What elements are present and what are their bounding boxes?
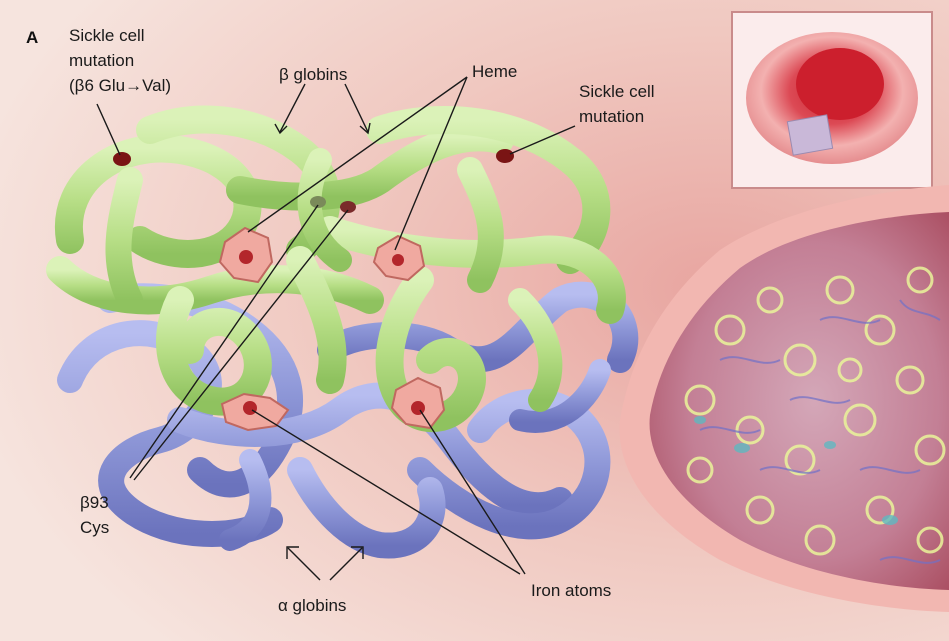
iron-atom xyxy=(411,401,425,415)
alpha-globins-label: α globins xyxy=(278,596,346,615)
red-blood-cell-inset xyxy=(732,12,932,188)
beta93-cys-line2: Cys xyxy=(80,518,109,537)
beta-globins-label: β globins xyxy=(279,65,347,84)
iron-atom xyxy=(243,401,257,415)
iron-atoms-label: Iron atoms xyxy=(531,581,611,600)
sickle-mutation-site-right xyxy=(496,149,514,163)
cys93-site-right xyxy=(340,201,356,213)
sickle-mutation-left-line2: mutation xyxy=(69,51,134,70)
iron-atom xyxy=(392,254,404,266)
sickle-mutation-site-left xyxy=(113,152,131,166)
sickle-mutation-right-line2: mutation xyxy=(579,107,644,126)
sickle-mutation-right-line1: Sickle cell xyxy=(579,82,655,101)
sickle-mutation-left-line1: Sickle cell xyxy=(69,26,145,45)
beta93-cys-line1: β93 xyxy=(80,493,109,512)
sickle-mutation-left-line3: (β6 Glu→Val) xyxy=(69,76,171,95)
heme-label: Heme xyxy=(472,62,517,81)
iron-atom xyxy=(239,250,253,264)
panel-letter: A xyxy=(26,28,38,47)
